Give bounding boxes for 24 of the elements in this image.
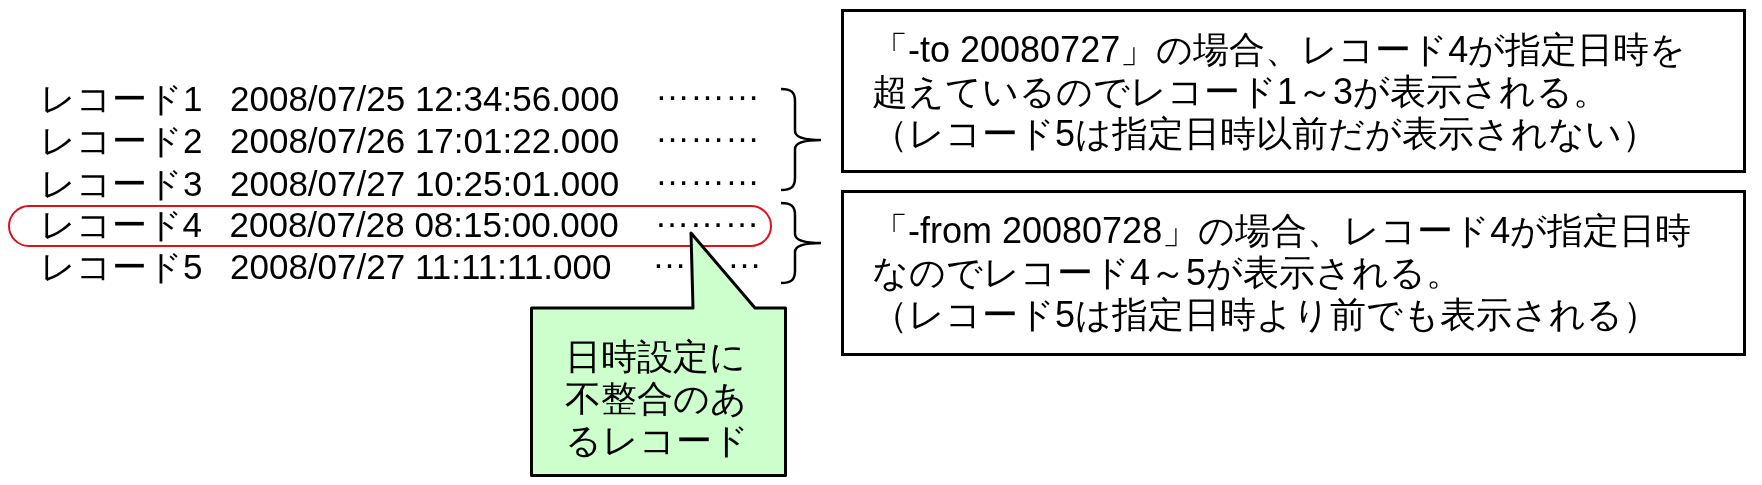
note-remark: （レコード5は指定日時より前でも表示される） (872, 294, 1661, 336)
callout-text: 日時設定に不整合のあるレコード (565, 336, 750, 462)
note-panel (841, 9, 1746, 173)
record-label: レコード3 (40, 165, 203, 201)
record-label: レコード5 (40, 248, 203, 284)
ellipsis-dots: ……… (655, 130, 760, 150)
timestamp-text: 2008/07/28 08:15:00.000 (229, 207, 619, 242)
note-text: 「-to 20080727」の場合、レコード4が指定日時を超えているのでレコード1～3が表示される。 (872, 29, 1688, 113)
timestamp-text: 2008/07/26 17:01:22.000 (230, 122, 620, 158)
record-label: レコード1 (40, 80, 203, 116)
ellipsis-dots: ……… (655, 88, 760, 108)
ellipsis-dots: … (652, 256, 687, 276)
highlight-outline (8, 205, 772, 247)
ellipsis-dots: ……… (654, 214, 760, 235)
ellipsis-dots: … (727, 256, 762, 276)
record-label: レコード4 (39, 207, 202, 242)
note-remark: （レコード5は指定日時以前だが表示されない） (872, 113, 1660, 155)
ellipsis-dots: ……… (655, 173, 760, 193)
timestamp-text: 2008/07/27 11:11:11.000 (230, 248, 612, 284)
note-panel (841, 190, 1746, 356)
note-text: 「-from 20080728」の場合、レコード4が指定日時なのでレコード4～5が表示される。 (872, 210, 1693, 294)
timestamp-text: 2008/07/27 10:25:01.000 (230, 165, 620, 201)
timestamp-text: 2008/07/25 12:34:56.000 (230, 80, 620, 116)
record-label: レコード2 (40, 122, 203, 158)
